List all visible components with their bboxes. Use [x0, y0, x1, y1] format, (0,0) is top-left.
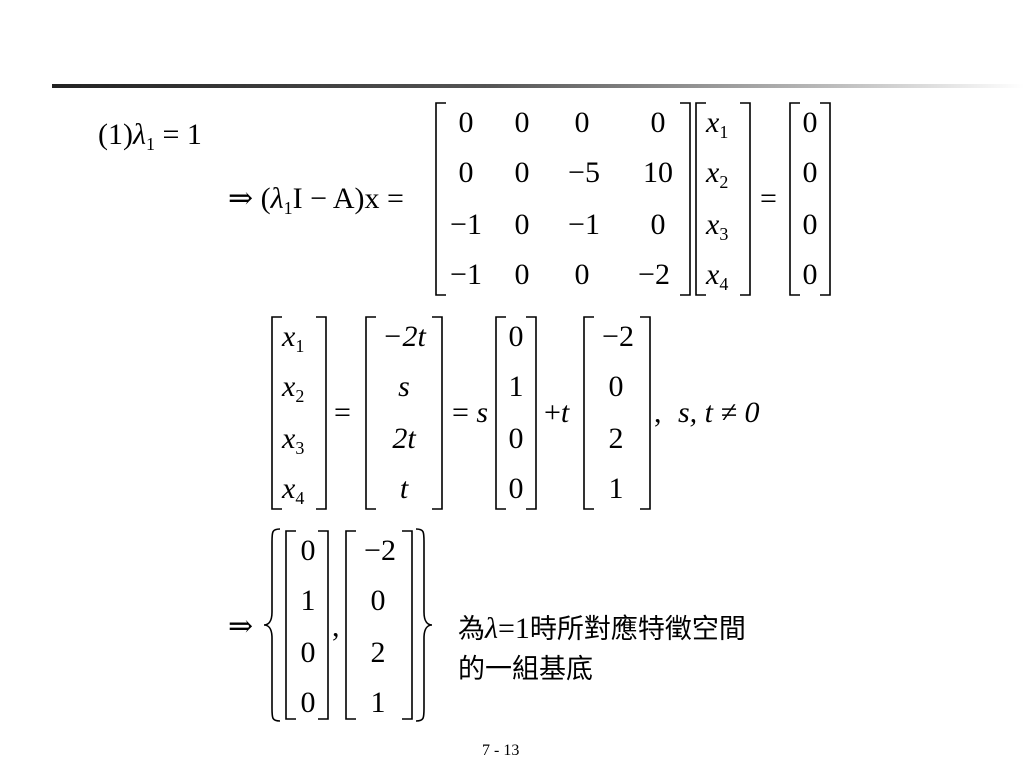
zero-vector-right-bracket	[820, 102, 831, 296]
zero-vector-entry: 0	[802, 106, 818, 139]
set-basis2-entry: 2	[370, 636, 386, 669]
x-column-entry: x3	[282, 422, 305, 458]
matrix-a-cell: −1	[450, 208, 482, 241]
matrix-a-cell: 0	[458, 106, 474, 139]
matrix-a-cell: −5	[568, 156, 600, 189]
basis2-right-bracket	[640, 316, 651, 510]
basis-caption-line1: 為λ=1時所對應特徵空間	[458, 612, 746, 645]
x-column-right-bracket	[316, 316, 327, 510]
equals-sign: =	[760, 182, 777, 215]
basis1-entry: 0	[508, 472, 524, 505]
set-basis1-left-bracket	[285, 530, 296, 720]
lhs-expression: I − A)x =	[292, 182, 404, 215]
matrix-a-cell: 0	[514, 208, 530, 241]
basis2-entry: 1	[608, 472, 624, 505]
parameter-condition: s, t ≠ 0	[678, 396, 760, 429]
lambda-symbol: λ	[132, 118, 146, 151]
x-column-left-bracket	[271, 316, 282, 510]
x-vector-entry: x1	[706, 106, 729, 142]
x-vector-entry: x2	[706, 156, 729, 192]
implies-arrow: ⇒	[228, 182, 254, 215]
matrix-a-cell: −1	[568, 208, 600, 241]
basis1-entry: 1	[508, 370, 524, 403]
matrix-a-cell: −1	[450, 258, 482, 291]
lambda-subscript: 1	[145, 134, 155, 154]
plus-t: +t	[544, 396, 570, 429]
set-basis2-left-bracket	[345, 530, 356, 720]
title-divider-line	[52, 84, 1024, 88]
lambda-subscript: 1	[283, 198, 293, 218]
matrix-a-right-bracket	[680, 102, 691, 296]
step-label: (1)	[98, 118, 133, 151]
solution-left-bracket	[365, 316, 376, 510]
set-right-brace	[415, 528, 433, 722]
basis1-left-bracket	[495, 316, 506, 510]
matrix-a-cell: 0	[574, 106, 590, 139]
zero-vector-entry: 0	[802, 258, 818, 291]
paren-open: (	[260, 182, 271, 215]
solution-entry: t	[399, 472, 409, 505]
basis1-entry: 0	[508, 422, 524, 455]
eigenvalue-heading: (1)λ1 = 1	[98, 118, 202, 154]
set-basis2-right-bracket	[402, 530, 413, 720]
basis2-entry: 2	[608, 422, 624, 455]
basis-caption-line2: 的一組基底	[458, 654, 593, 685]
matrix-a-left-bracket	[435, 102, 446, 296]
matrix-a-cell: 0	[458, 156, 474, 189]
matrix-a-cell: 0	[650, 208, 666, 241]
set-basis1-entry: 0	[300, 686, 316, 719]
set-basis2-entry: −2	[364, 534, 396, 567]
basis1-right-bracket	[526, 316, 537, 510]
set-basis1-entry: 0	[300, 534, 316, 567]
lambda-symbol: λ	[270, 182, 284, 215]
set-basis1-entry: 1	[300, 584, 316, 617]
matrix-a-cell: 0	[574, 258, 590, 291]
x-vector-entry: x3	[706, 208, 729, 244]
x-vector-right-bracket	[740, 102, 751, 296]
comma: ,	[332, 610, 340, 643]
matrix-a-cell: 0	[514, 156, 530, 189]
basis1-entry: 0	[508, 320, 524, 353]
zero-vector-entry: 0	[802, 156, 818, 189]
system-lhs: ⇒ (λ1I − A)x =	[228, 182, 404, 218]
solution-right-bracket	[432, 316, 443, 510]
x-column-entry: x1	[282, 320, 305, 356]
x-column-entry: x4	[282, 472, 305, 508]
matrix-a-cell: 0	[514, 106, 530, 139]
x-vector-left-bracket	[695, 102, 706, 296]
basis2-left-bracket	[583, 316, 594, 510]
set-basis1-entry: 0	[300, 636, 316, 669]
x-vector-entry: x4	[706, 258, 729, 294]
solution-entry: −2t	[382, 320, 426, 353]
implies-arrow: ⇒	[228, 610, 254, 643]
matrix-a-cell: 10	[643, 156, 673, 189]
equals-sign: =	[334, 396, 351, 429]
basis2-entry: 0	[608, 370, 624, 403]
zero-vector-left-bracket	[789, 102, 800, 296]
zero-vector-entry: 0	[802, 208, 818, 241]
equals-s: = s	[452, 396, 489, 429]
set-basis2-entry: 1	[370, 686, 386, 719]
set-basis1-right-bracket	[318, 530, 329, 720]
x-column-entry: x2	[282, 370, 305, 406]
comma: ,	[654, 396, 662, 429]
matrix-a-cell: 0	[650, 106, 666, 139]
set-left-brace	[263, 528, 281, 722]
matrix-a-cell: 0	[514, 258, 530, 291]
solution-entry: 2t	[392, 422, 416, 455]
solution-entry: s	[398, 370, 410, 403]
page-number: 7 - 13	[482, 742, 520, 759]
matrix-a-cell: −2	[638, 258, 670, 291]
eigenvalue-equals: = 1	[162, 118, 202, 151]
set-basis2-entry: 0	[370, 584, 386, 617]
basis2-entry: −2	[602, 320, 634, 353]
